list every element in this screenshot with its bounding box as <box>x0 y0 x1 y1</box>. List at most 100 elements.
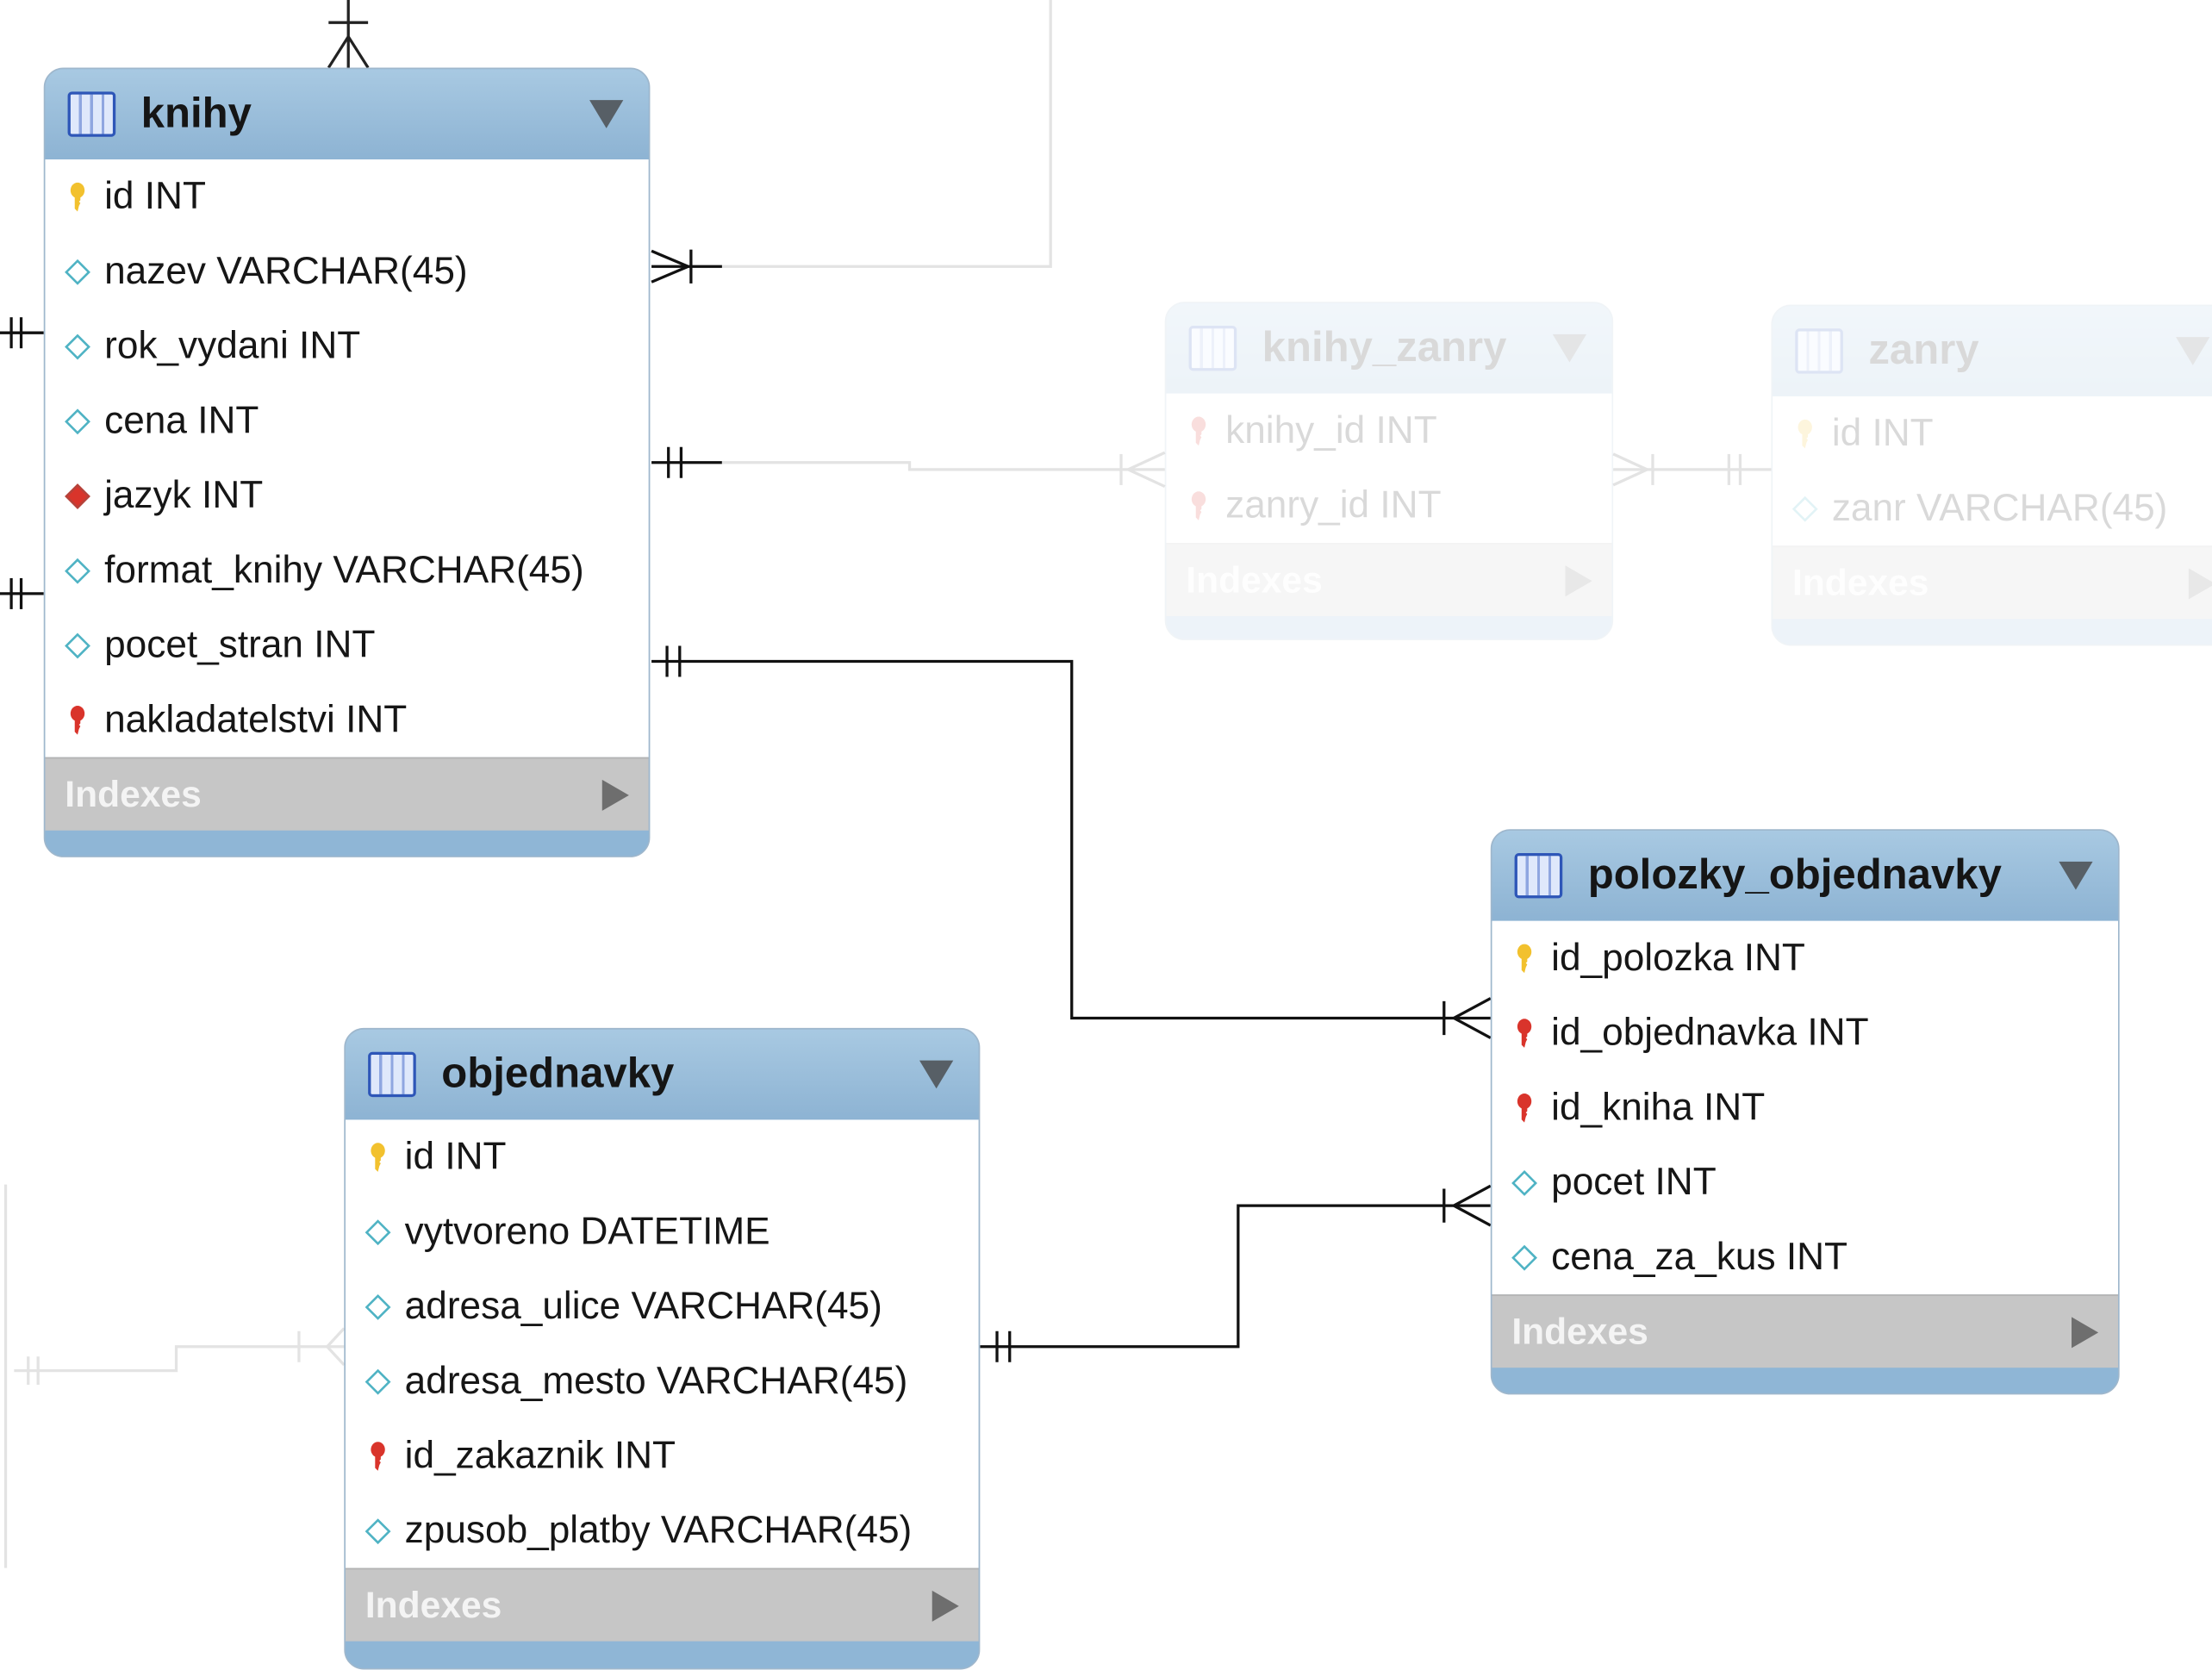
table-header[interactable]: objednavky <box>345 1029 979 1120</box>
primary-key-icon <box>1798 419 1812 448</box>
collapse-arrow-icon[interactable] <box>2176 337 2210 365</box>
column-row[interactable]: id_polozka INT <box>1492 921 2118 996</box>
table-icon <box>1514 853 1563 899</box>
column-row[interactable]: pocet INT <box>1492 1145 2118 1220</box>
rel-top-cardinality <box>327 0 370 69</box>
column-diamond-icon <box>65 259 90 284</box>
column-row[interactable]: nakladatelstvi INT <box>45 682 648 757</box>
column-label: zpusob_platby VARCHAR(45) <box>404 1508 913 1552</box>
column-label: jazyk INT <box>104 473 264 516</box>
column-diamond-icon <box>65 333 90 359</box>
column-diamond-icon <box>65 408 90 434</box>
column-label: nazev VARCHAR(45) <box>104 249 468 292</box>
column-label: adresa_ulice VARCHAR(45) <box>404 1284 882 1327</box>
column-label: id INT <box>104 174 206 218</box>
column-label: cena INT <box>104 399 259 442</box>
table-title: knihy <box>140 90 252 137</box>
column-row[interactable]: jazyk INT <box>45 458 648 533</box>
column-diamond-icon <box>65 632 90 658</box>
table-icon <box>1188 326 1237 371</box>
column-row[interactable]: adresa_ulice VARCHAR(45) <box>346 1269 979 1344</box>
table-footer <box>45 830 649 857</box>
table-zanry[interactable]: zanry id INT zanr VARCHAR(45) Indexes <box>1771 304 2212 646</box>
column-row[interactable]: cena INT <box>45 383 648 458</box>
column-label: knihy_id INT <box>1225 408 1437 452</box>
column-row[interactable]: zpusob_platby VARCHAR(45) <box>346 1493 979 1568</box>
expand-arrow-icon[interactable] <box>932 1590 959 1622</box>
column-row[interactable]: adresa_mesto VARCHAR(45) <box>346 1343 979 1418</box>
expand-arrow-icon[interactable] <box>1565 564 1592 596</box>
collapse-arrow-icon[interactable] <box>2059 861 2093 890</box>
table-title: polozky_objednavky <box>1587 851 2002 899</box>
column-row[interactable]: format_knihy VARCHAR(45) <box>45 533 648 608</box>
column-row[interactable]: zanry_id INT <box>1166 468 1611 543</box>
rel-left-stub-rok-vydani <box>0 317 44 349</box>
column-label: pocet INT <box>1551 1160 1717 1203</box>
column-row[interactable]: id INT <box>45 159 648 234</box>
table-footer <box>345 1641 979 1668</box>
rel-left-stub-format <box>0 577 44 609</box>
column-row[interactable]: nazev VARCHAR(45) <box>45 234 648 309</box>
indexes-section[interactable]: Indexes <box>1166 543 1612 617</box>
column-row[interactable]: knihy_id INT <box>1166 394 1611 469</box>
table-knihy[interactable]: knihy id INT nazev VARCHAR(45) rok_vydani … <box>43 67 651 857</box>
table-header[interactable]: polozky_objednavky <box>1492 830 2119 921</box>
foreign-key-icon <box>1517 1018 1532 1048</box>
column-diamond-icon <box>365 1517 391 1544</box>
rel-knihy-zanry-zanry-faded <box>1612 452 1772 487</box>
foreign-key-icon <box>1191 490 1206 520</box>
column-label: adresa_mesto VARCHAR(45) <box>404 1359 908 1402</box>
column-list: id INT vytvoreno DATETIME adresa_ulice VAR… <box>345 1119 979 1568</box>
foreign-key-icon <box>1191 415 1206 446</box>
column-label: zanr VARCHAR(45) <box>1831 486 2168 529</box>
column-row[interactable]: id_zakaznik INT <box>346 1418 979 1493</box>
column-list: knihy_id INT zanry_id INT <box>1166 393 1612 544</box>
column-row[interactable]: vytvoreno DATETIME <box>346 1194 979 1269</box>
column-label: id_polozka INT <box>1551 936 1805 979</box>
column-list: id INT zanr VARCHAR(45) <box>1773 396 2212 546</box>
table-polozky-objednavky[interactable]: polozky_objednavky id_polozka INT id_obje… <box>1490 829 2120 1395</box>
rel-knihy-knihy-zanry <box>651 446 1166 489</box>
column-row[interactable]: id_kniha INT <box>1492 1070 2118 1145</box>
column-row[interactable]: id INT <box>346 1119 979 1194</box>
column-row[interactable]: id INT <box>1773 396 2212 471</box>
collapse-arrow-icon[interactable] <box>1552 333 1587 363</box>
rel-knihy-polozky-objednavky <box>651 645 1492 1039</box>
column-label: id_zakaznik INT <box>404 1434 676 1477</box>
column-label: id INT <box>404 1135 507 1178</box>
column-label: rok_vydani INT <box>104 324 361 367</box>
table-header[interactable]: knihy_zanry <box>1166 302 1612 394</box>
column-label: id_kniha INT <box>1551 1086 1766 1129</box>
table-footer <box>1492 1368 2119 1393</box>
indexes-section[interactable]: Indexes <box>1773 545 2212 620</box>
indexes-label: Indexes <box>1511 1310 1648 1353</box>
table-icon <box>67 91 116 137</box>
column-row[interactable]: rok_vydani INT <box>45 308 648 383</box>
column-row[interactable]: id_objednavka INT <box>1492 995 2118 1070</box>
collapse-arrow-icon[interactable] <box>589 100 624 128</box>
column-row[interactable]: zanr VARCHAR(45) <box>1773 471 2212 546</box>
expand-arrow-icon[interactable] <box>601 779 629 811</box>
indexes-section[interactable]: Indexes <box>1492 1294 2119 1368</box>
table-footer <box>1773 619 2212 645</box>
column-label: nakladatelstvi INT <box>104 698 408 741</box>
column-row[interactable]: cena_za_kus INT <box>1492 1219 2118 1294</box>
table-objednavky[interactable]: objednavky id INT vytvoreno DATETIME adres… <box>344 1027 981 1670</box>
table-header[interactable]: zanry <box>1773 306 2212 396</box>
column-label: id INT <box>1831 411 1934 454</box>
table-footer <box>1166 616 1612 639</box>
primary-key-icon <box>371 1142 385 1172</box>
indexes-section[interactable]: Indexes <box>345 1567 979 1642</box>
expand-arrow-icon[interactable] <box>2072 1316 2099 1348</box>
collapse-arrow-icon[interactable] <box>919 1060 954 1089</box>
rel-knihy-nazev-faded <box>651 0 1052 284</box>
column-diamond-icon <box>365 1368 391 1394</box>
table-header[interactable]: knihy <box>45 69 649 159</box>
column-diamond-icon <box>365 1218 391 1245</box>
indexes-label: Indexes <box>1186 558 1323 601</box>
indexes-section[interactable]: Indexes <box>45 757 649 831</box>
expand-arrow-icon[interactable] <box>2188 567 2212 599</box>
table-knihy-zanry[interactable]: knihy_zanry knihy_id INT zanry_id INT Ind… <box>1164 302 1614 640</box>
column-row[interactable]: pocet_stran INT <box>45 608 648 682</box>
